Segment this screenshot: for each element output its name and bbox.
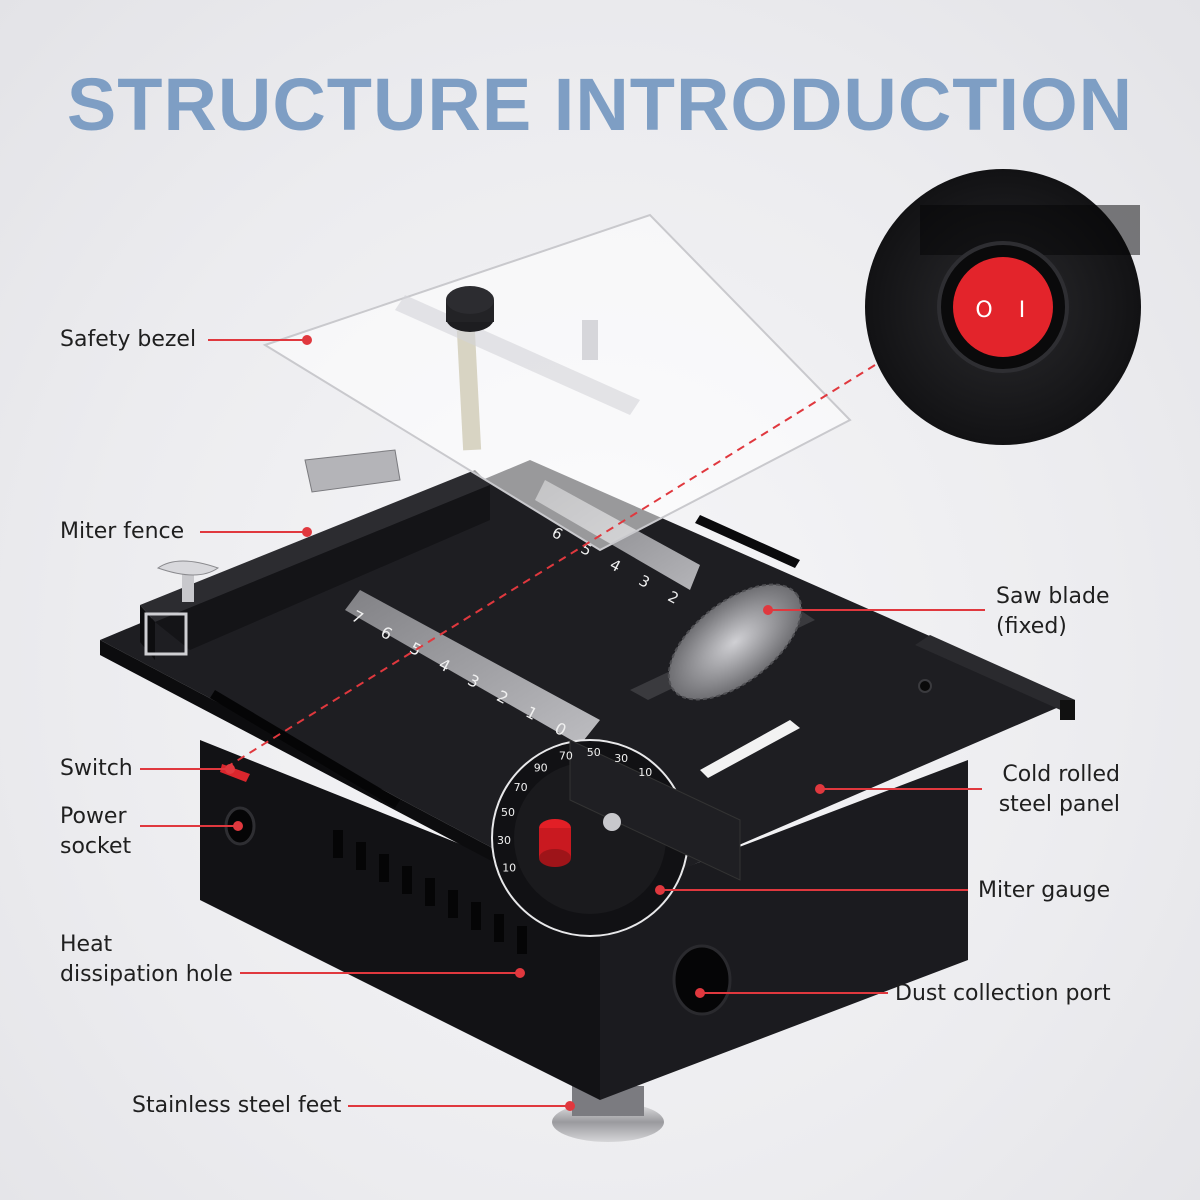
gauge-scale-number: 90 (534, 762, 548, 775)
callout-dust-collection-port: Dust collection port (895, 981, 1111, 1006)
safety-bezel (262, 213, 852, 552)
callout-switch: Switch (60, 756, 133, 781)
gauge-scale-number: 70 (514, 781, 528, 794)
wing-nut (156, 560, 220, 602)
gauge-scale-number: 10 (502, 861, 516, 874)
callout-cold-rolled-steel-panel: Cold rolled steel panel (960, 760, 1120, 820)
callout-heat-dissipation-hole: Heat dissipation hole (60, 930, 233, 990)
callout-power-socket-line2: socket (60, 834, 132, 859)
gauge-scale-number: 30 (614, 752, 628, 765)
gauge-scale-number: 30 (497, 834, 511, 847)
callout-power-socket-line1: Power (60, 804, 127, 829)
callout-saw-blade-line1: Saw blade (996, 584, 1110, 609)
miter-fence (140, 470, 490, 660)
callout-panel-line1: Cold rolled (1002, 762, 1120, 787)
callout-stainless-steel-feet: Stainless steel feet (132, 1093, 342, 1118)
callout-miter-fence: Miter fence (60, 519, 185, 544)
drill-chuck (304, 449, 401, 493)
gauge-scale-number: 50 (501, 806, 515, 819)
callout-lines (140, 335, 985, 1111)
callout-miter-gauge: Miter gauge (978, 878, 1111, 903)
switch-on-symbol: I (1019, 298, 1026, 323)
gauge-scale-number: 50 (587, 746, 601, 759)
callout-saw-blade: Saw blade (fixed) (996, 582, 1110, 642)
switch-zoom-view: O I (865, 169, 1141, 445)
page-title: STRUCTURE INTRODUCTION (66, 63, 1134, 146)
callout-saw-blade-line2: (fixed) (996, 614, 1067, 639)
switch-off-symbol: O (975, 298, 992, 323)
zoom-connector-line (221, 364, 876, 771)
callout-heat-line2: dissipation hole (60, 962, 233, 987)
callout-heat-line1: Heat (60, 932, 113, 957)
gauge-scale-labels: 10 30 50 70 90 70 50 30 10 (497, 746, 652, 874)
callout-safety-bezel: Safety bezel (60, 327, 197, 352)
miter-gauge: 10 30 50 70 90 70 50 30 10 (491, 739, 741, 937)
callout-panel-line2: steel panel (998, 792, 1120, 817)
callout-power-socket: Power socket (60, 802, 131, 862)
gauge-scale-number: 70 (559, 749, 573, 762)
gauge-scale-number: 10 (638, 766, 652, 779)
ruler-left (345, 590, 600, 745)
